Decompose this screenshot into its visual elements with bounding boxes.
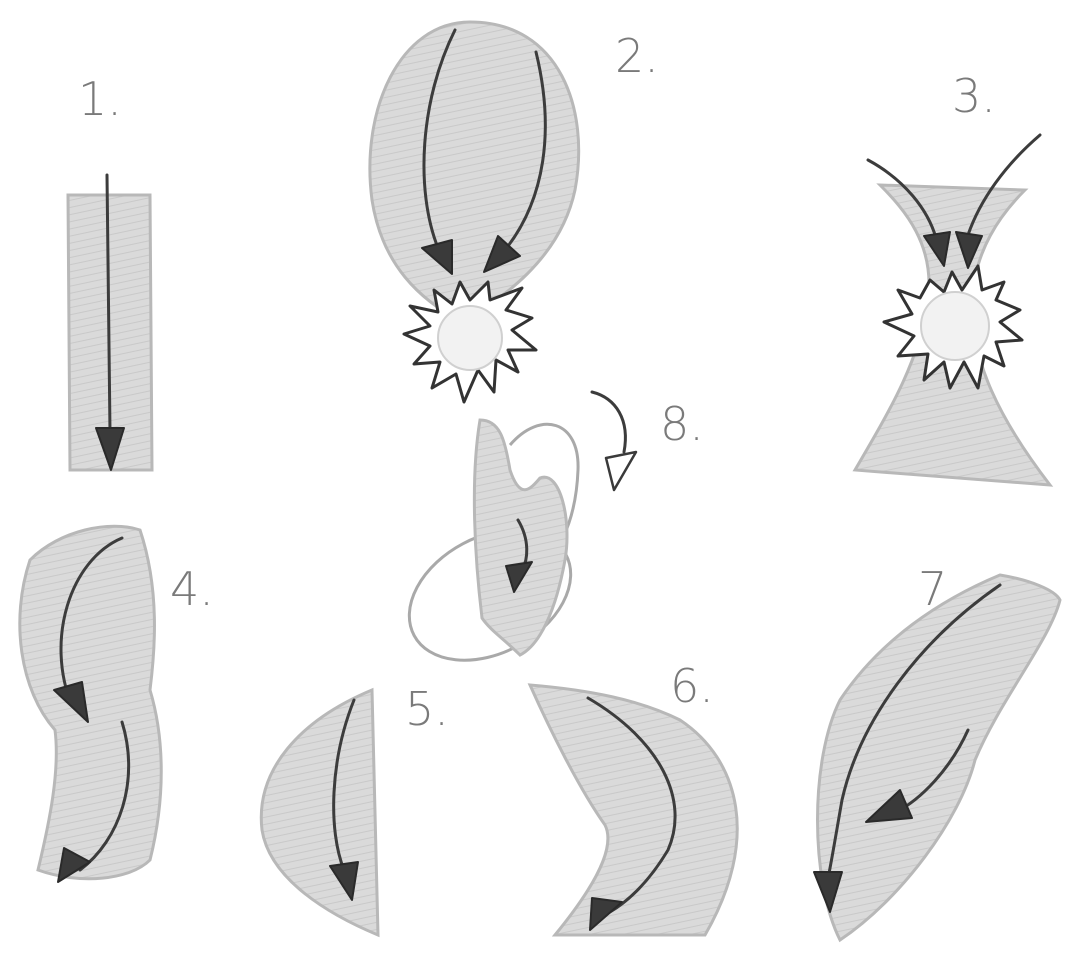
panel-6-number: 6. xyxy=(670,659,714,713)
panel-5: 5. xyxy=(261,682,449,935)
panel-3-burst-core xyxy=(921,292,989,360)
panel-3-number: 3. xyxy=(952,69,996,123)
panel-8-rotation-arrowhead xyxy=(606,452,636,490)
panel-1: 1. xyxy=(68,72,152,470)
panel-3: 3. xyxy=(855,69,1050,485)
panel-4: 4. xyxy=(20,526,214,882)
panel-5-number: 5. xyxy=(405,682,449,736)
panel-1-number: 1. xyxy=(78,72,122,126)
panel-2: 2. xyxy=(370,22,659,402)
panel-5-half-bulge-shape xyxy=(261,690,378,935)
panel-6: 6. xyxy=(530,659,737,935)
panel-8-number: 8. xyxy=(660,397,704,451)
panel-8: 8. xyxy=(387,392,704,687)
panel-2-burst-core xyxy=(438,306,502,370)
panel-4-number: 4. xyxy=(170,562,214,616)
panel-4-s-curve-shape xyxy=(20,526,161,878)
panel-2-number: 2. xyxy=(615,29,659,83)
panel-7: 7. xyxy=(814,562,1060,940)
panel-6-chevron-shape xyxy=(530,685,737,935)
panel-8-rotation-arc xyxy=(592,392,625,452)
panel-2-teardrop-shape xyxy=(370,22,579,322)
